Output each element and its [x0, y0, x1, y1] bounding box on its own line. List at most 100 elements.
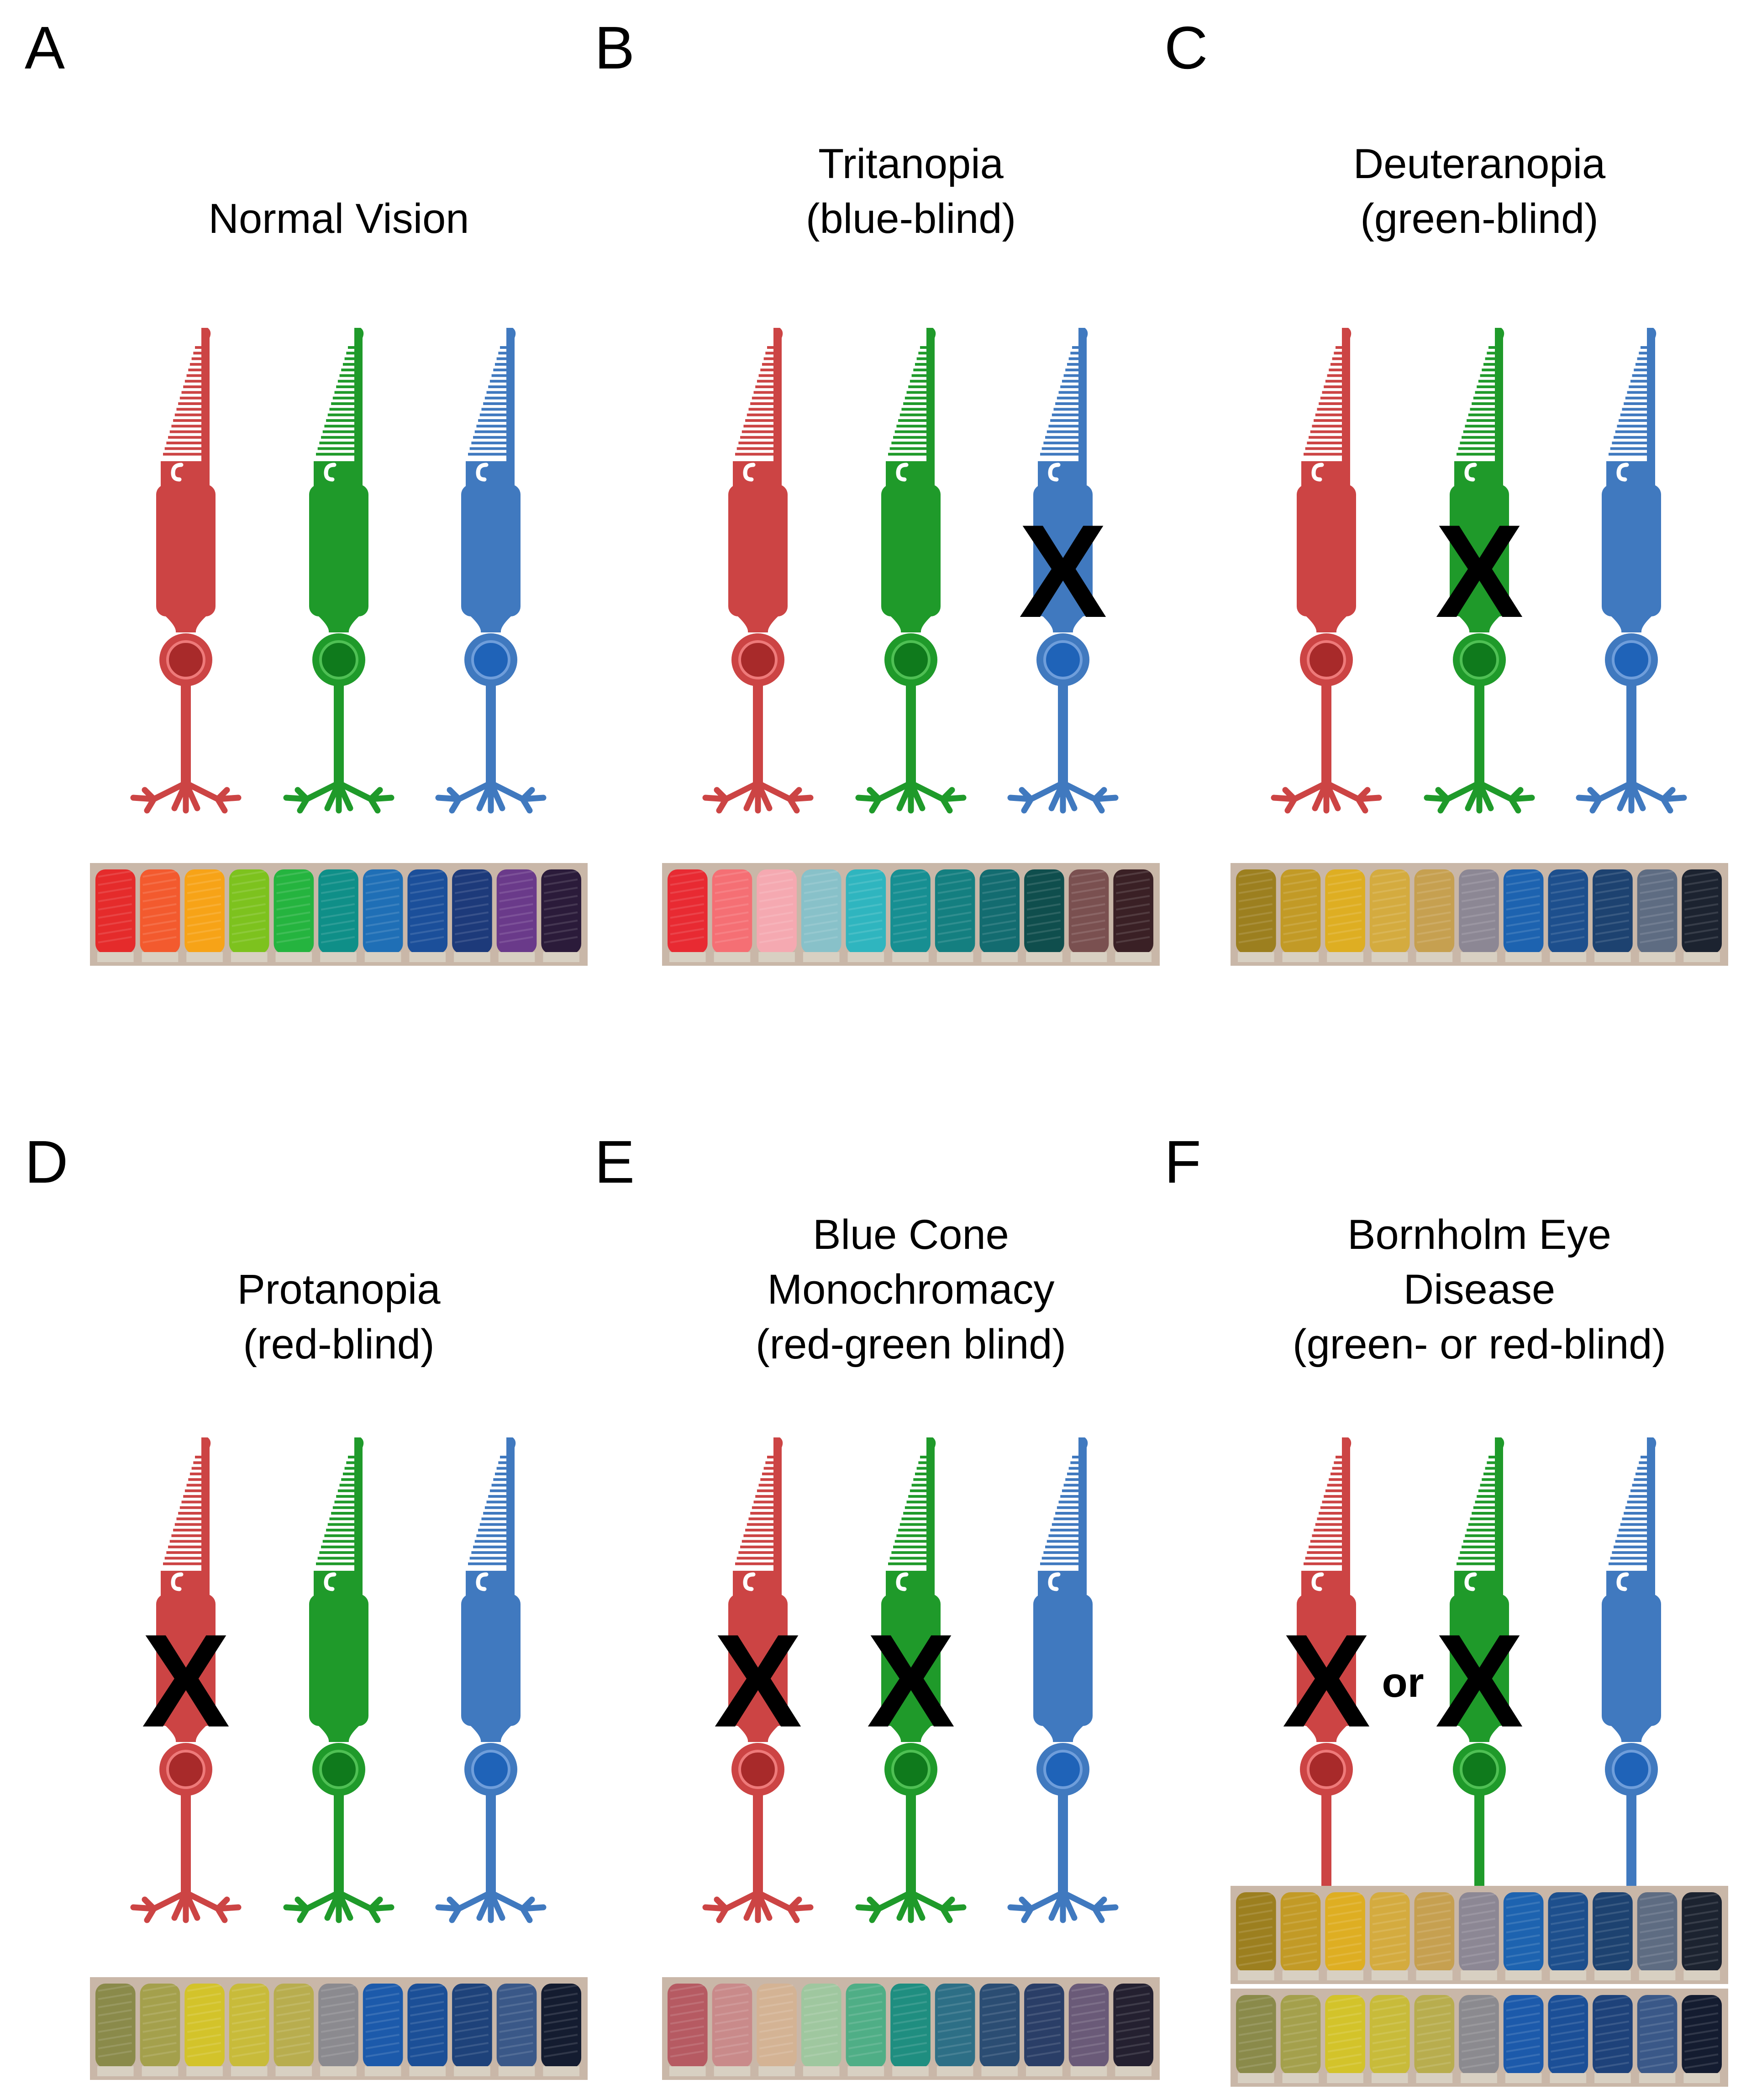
thread-spool [801, 1984, 841, 2076]
cilium-hook [1464, 1572, 1477, 1591]
cilium-hook [1616, 463, 1629, 482]
disc-lamella [471, 1551, 507, 1554]
disc-lamella [494, 363, 507, 366]
spool-thread [1414, 869, 1455, 954]
spool-thread [890, 869, 931, 954]
disc-lamella [176, 408, 202, 411]
thread-texture [454, 1984, 489, 1992]
thread-texture [982, 920, 1016, 927]
inner-taper [1301, 1721, 1352, 1742]
thread-texture [670, 1993, 704, 2000]
inner-taper [161, 612, 211, 632]
spool-base [231, 2066, 268, 2076]
thread-texture [1461, 2062, 1496, 2069]
disc-lamella [1487, 1461, 1496, 1464]
disc-lamella [1314, 1528, 1343, 1532]
spool-base [981, 2066, 1018, 2076]
thread-texture [321, 2050, 355, 2058]
color-palette-green-blind [1231, 1886, 1728, 1984]
thread-texture [670, 2050, 704, 2058]
spool-thread [846, 1984, 886, 2068]
disc-lamella [1627, 1500, 1648, 1504]
thread-texture [1071, 936, 1105, 943]
disc-lamella [1067, 363, 1079, 366]
thread-texture [276, 2050, 310, 2058]
spool-thread [1503, 1995, 1544, 2075]
axon [906, 1792, 916, 1893]
thread-texture [1327, 2012, 1362, 2020]
disc-lamella [1305, 1557, 1343, 1560]
disc-lamella [1048, 1534, 1079, 1537]
thread-texture [231, 936, 266, 943]
thread-texture [98, 2034, 132, 2041]
thread-texture [759, 2009, 794, 2016]
thread-texture [1417, 2062, 1451, 2069]
disc-lamella [326, 419, 355, 422]
outer-segment-spine [1342, 338, 1350, 461]
thread-texture [142, 870, 177, 878]
spool-base [1639, 2073, 1676, 2083]
outer-segment-spine [506, 1447, 515, 1571]
thread-spool [1369, 869, 1410, 962]
disc-lamella [1052, 1523, 1079, 1526]
thread-texture [1327, 1942, 1362, 1950]
thread-texture [759, 2001, 794, 2008]
cilium-hook [171, 463, 184, 482]
disc-lamella [1475, 1500, 1496, 1504]
disc-lamella [908, 1495, 927, 1498]
axon [1626, 1792, 1636, 1893]
disc-lamella [894, 430, 927, 433]
disc-lamella [163, 1562, 202, 1565]
spool-thread [184, 1984, 225, 2068]
thread-texture [187, 870, 221, 878]
thread-spool [1414, 1892, 1455, 1980]
thread-spool [1068, 1984, 1109, 2076]
nucleus [319, 640, 358, 679]
spool-thread [95, 869, 136, 954]
thread-texture [1116, 2034, 1150, 2041]
thread-texture [454, 2001, 489, 2008]
disc-lamella [1637, 357, 1648, 360]
thread-texture [1461, 879, 1496, 886]
disc-lamella [1612, 442, 1648, 445]
inner-taper [1038, 612, 1088, 632]
disc-lamella [1478, 1489, 1496, 1492]
thread-texture [410, 2017, 444, 2025]
disc-lamella [888, 453, 927, 456]
disc-lamella [736, 1557, 774, 1560]
thread-texture [670, 870, 704, 878]
spool-base [1461, 2073, 1497, 2083]
thread-texture [937, 870, 972, 878]
thread-texture [454, 911, 489, 919]
thread-texture [1116, 895, 1150, 902]
thread-texture [98, 1993, 132, 2000]
thread-texture [982, 1993, 1016, 2000]
disc-lamella [1312, 1534, 1343, 1537]
thread-texture [1238, 1942, 1273, 1950]
thread-texture [276, 887, 310, 894]
thread-texture [454, 920, 489, 927]
thread-texture [454, 2034, 489, 2041]
thread-texture [982, 903, 1016, 911]
thread-texture [848, 2009, 883, 2016]
panel-letter: F [1164, 1128, 1201, 1195]
thread-texture [454, 903, 489, 911]
thread-spool [1548, 869, 1588, 962]
disc-lamella [189, 363, 202, 366]
inner-segment [461, 484, 521, 616]
disc-lamella [760, 1478, 774, 1481]
disc-lamella [468, 1562, 507, 1565]
thread-texture [1640, 2045, 1674, 2053]
thread-texture [804, 2050, 838, 2058]
thread-texture [142, 920, 177, 927]
disc-lamella [1612, 1551, 1648, 1554]
thread-texture [454, 1993, 489, 2000]
nucleus [1612, 1750, 1651, 1789]
thread-texture [937, 1984, 972, 1992]
disc-lamella [346, 352, 355, 355]
disc-lamella [1068, 1467, 1079, 1470]
thread-texture [1684, 1934, 1719, 1942]
thread-texture [187, 895, 221, 902]
thread-texture [1595, 1910, 1630, 1917]
disc-lamella [195, 1456, 202, 1458]
